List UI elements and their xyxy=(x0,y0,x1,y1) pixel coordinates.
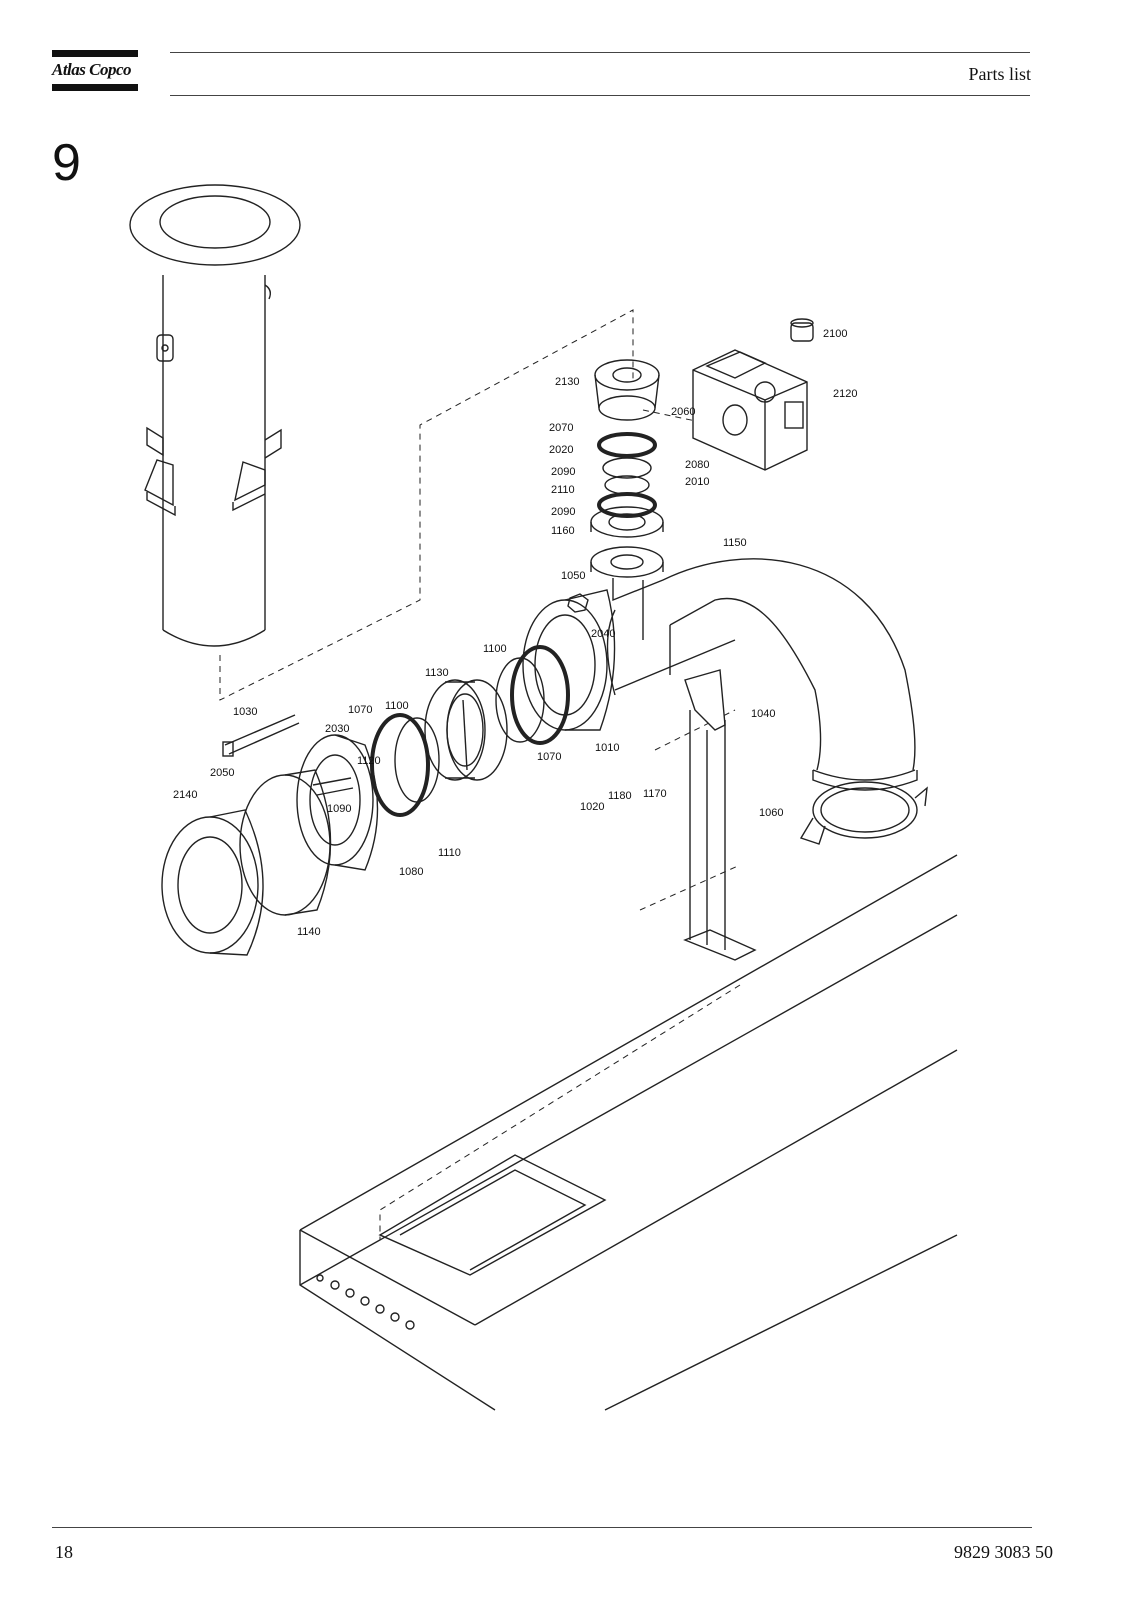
callout: 1020 xyxy=(580,801,604,813)
callout: 1170 xyxy=(643,788,667,800)
cable-gland xyxy=(790,318,814,342)
front-flange-2140 xyxy=(161,809,264,956)
callout: 2110 xyxy=(551,484,575,496)
callout: 2060 xyxy=(671,406,695,418)
callout: 1080 xyxy=(399,866,423,878)
footer-rule xyxy=(52,1527,1032,1528)
actuator-box xyxy=(692,349,808,471)
callout: 1150 xyxy=(723,537,747,549)
callout: 1060 xyxy=(759,807,783,819)
logo-top-bar xyxy=(52,50,138,57)
callout: 1160 xyxy=(551,525,575,537)
callout: 1070 xyxy=(348,704,372,716)
check-valve-1130 xyxy=(424,679,508,781)
callout: 1180 xyxy=(608,790,632,802)
bolt-1030 xyxy=(222,714,300,757)
callout: 2130 xyxy=(555,376,579,388)
brand-logo: Atlas Copco xyxy=(52,50,138,94)
silencer-pipe xyxy=(129,184,301,647)
compensator-1140 xyxy=(239,769,332,916)
o-ring-right xyxy=(495,657,545,743)
callout: 1050 xyxy=(561,570,585,582)
exploded-parts-diagram: 2100 2130 2120 2070 2060 2020 2080 2090 … xyxy=(129,184,958,1411)
callout: 2050 xyxy=(210,767,234,779)
callout: 2090 xyxy=(551,466,575,478)
callout: 2090 xyxy=(551,506,575,518)
callout: 2100 xyxy=(823,328,847,340)
document-number: 9829 3083 50 xyxy=(954,1542,1053,1562)
callout: 1110 xyxy=(438,847,461,859)
support-post-1170 xyxy=(683,669,757,961)
callout: 1070 xyxy=(537,751,561,763)
callout: 2030 xyxy=(325,723,349,735)
logo-bottom-bar xyxy=(52,84,138,91)
flange-2030 xyxy=(296,734,379,871)
o-ring-left xyxy=(394,717,440,803)
callout: 1040 xyxy=(751,708,775,720)
callout: 1010 xyxy=(595,742,619,754)
gasket-ring-right xyxy=(510,645,570,745)
callout: 1030 xyxy=(233,706,257,718)
header-rule-bottom xyxy=(170,95,1030,96)
base-frame xyxy=(299,854,958,1411)
callout: 1120 xyxy=(357,755,381,767)
section-number: 9 xyxy=(52,134,81,192)
callout: 2070 xyxy=(549,422,573,434)
callout: 2080 xyxy=(685,459,709,471)
elbow-pipe xyxy=(606,558,918,791)
callout: 1100 xyxy=(483,643,507,655)
header-title: Parts list xyxy=(968,64,1031,84)
callout: 2140 xyxy=(173,789,197,801)
nut-1050 xyxy=(567,593,589,613)
callout-labels: 2100 2130 2120 2070 2060 2020 2080 2090 … xyxy=(173,328,857,938)
logo-wordmark: Atlas Copco xyxy=(52,60,132,79)
callout: 1140 xyxy=(297,926,321,938)
callout: 1090 xyxy=(327,803,351,815)
callout: 2120 xyxy=(833,388,857,400)
callout: 2020 xyxy=(549,444,573,456)
page-number: 18 xyxy=(55,1542,73,1562)
leader-dashes xyxy=(219,309,741,1240)
callout: 2010 xyxy=(685,476,709,488)
upper-flange-stack xyxy=(590,359,664,578)
callout: 2040 xyxy=(591,628,615,640)
callout: 1130 xyxy=(425,667,449,679)
header-rule-top xyxy=(170,52,1030,53)
callout: 1100 xyxy=(385,700,409,712)
clamp-ring xyxy=(799,781,928,845)
